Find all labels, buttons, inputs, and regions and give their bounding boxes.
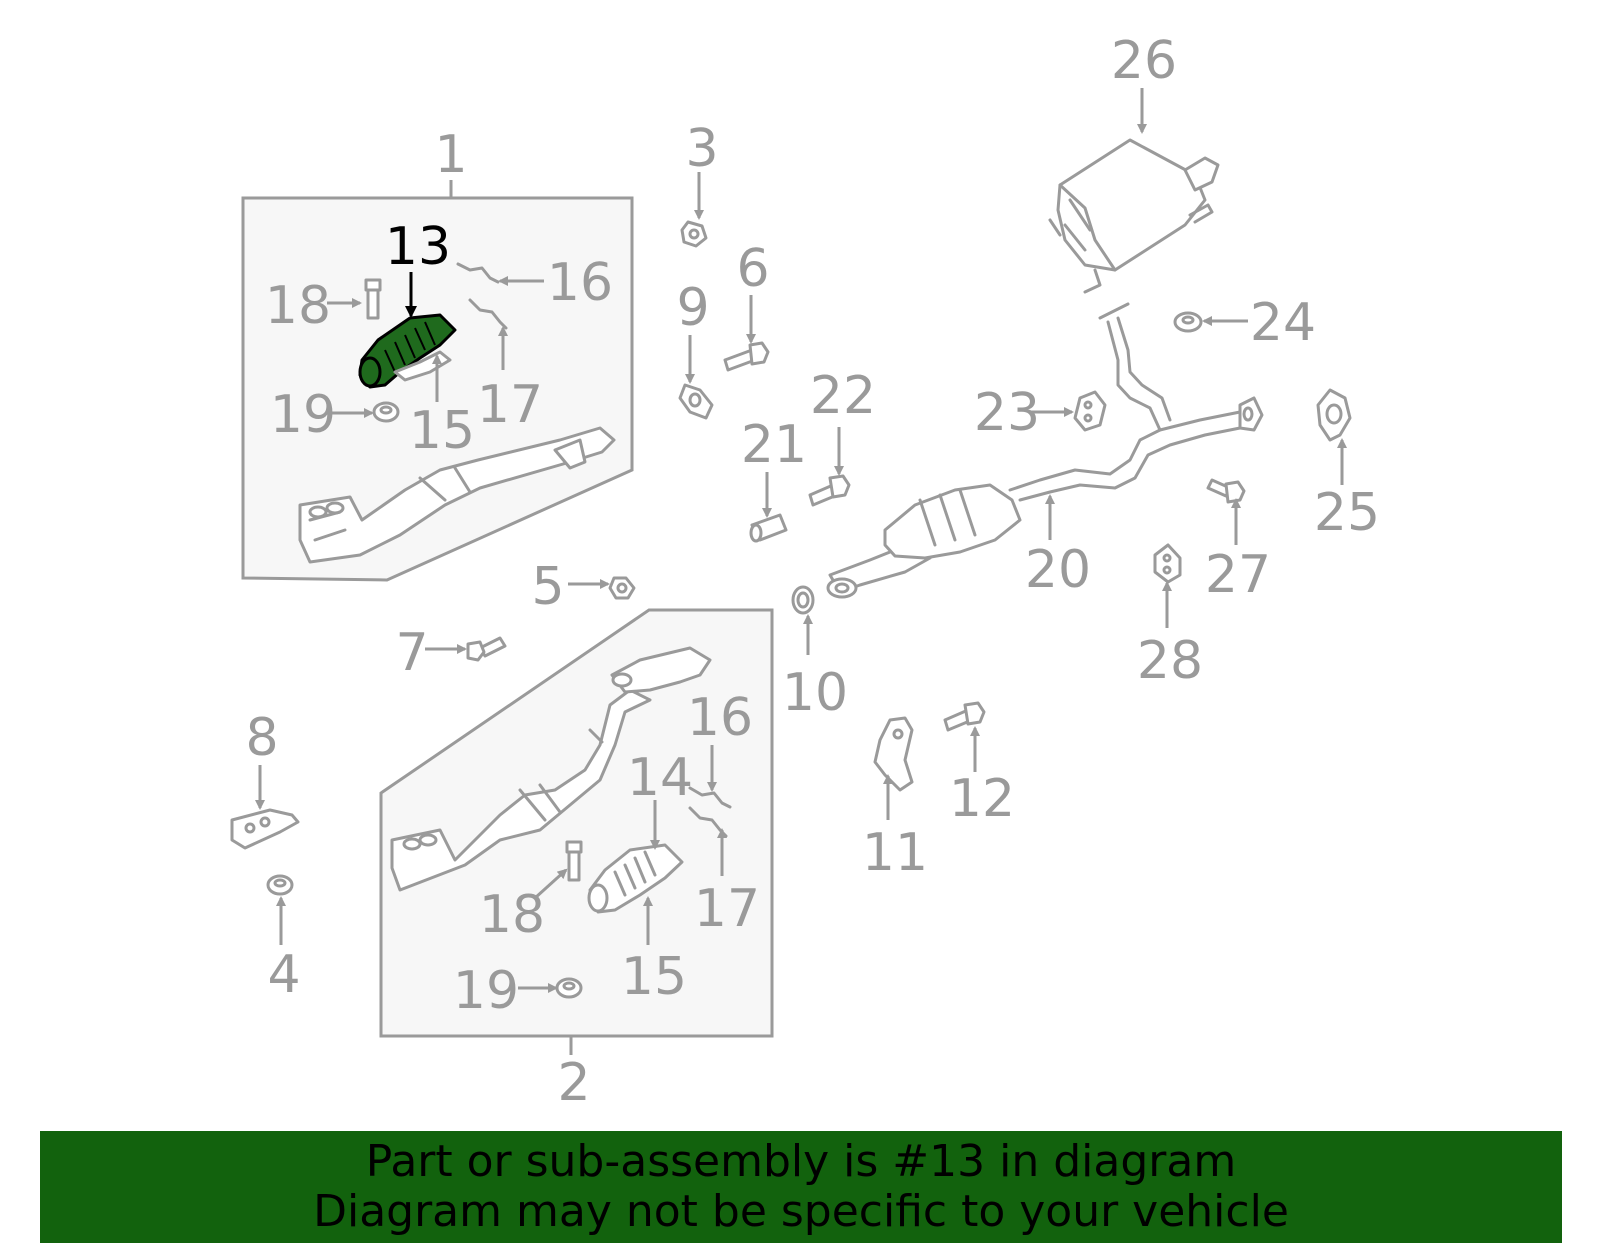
label-28: 28: [1137, 631, 1203, 691]
label-27: 27: [1205, 545, 1271, 605]
label-10: 10: [782, 663, 848, 723]
gasket-9: [678, 383, 714, 420]
label-18-box2: 18: [479, 885, 545, 945]
label-22: 22: [810, 366, 876, 426]
label-23: 23: [974, 383, 1040, 443]
nut-19-box1: [372, 401, 400, 423]
converter-15-box2: [587, 843, 684, 914]
bolt-22: [808, 474, 851, 507]
label-16-box1: 16: [547, 253, 613, 313]
nut-19-box2: [555, 977, 583, 999]
clamp-16-box2: [688, 786, 732, 809]
label-16-box2: 16: [687, 688, 753, 748]
label-14: 14: [627, 748, 693, 808]
bolt-27: [1206, 478, 1246, 504]
highlighted-part-13[interactable]: [358, 313, 457, 389]
clamp-17-box1: [468, 298, 508, 330]
banner-line-1: Part or sub-assembly is #13 in diagram: [365, 1136, 1237, 1187]
label-19-box2: 19: [453, 961, 519, 1021]
label-1: 1: [434, 125, 467, 185]
label-5: 5: [531, 557, 564, 617]
label-6: 6: [736, 239, 769, 299]
clamp-16-box1: [456, 262, 500, 284]
bracket-11: [873, 716, 914, 792]
label-3: 3: [685, 119, 718, 179]
label-15-box2: 15: [621, 947, 687, 1007]
label-2: 2: [557, 1053, 590, 1113]
bolt-7: [466, 636, 507, 662]
label-9: 9: [676, 278, 709, 338]
label-17-box2: 17: [694, 879, 760, 939]
front-pipe-assembly-2: [390, 646, 712, 892]
label-21: 21: [741, 415, 807, 475]
hanger-28: [1153, 543, 1182, 584]
bolt-18-box1: [364, 278, 382, 320]
label-26: 26: [1111, 31, 1177, 91]
bolt-6: [723, 341, 770, 372]
bolt-18-box2: [565, 840, 583, 882]
label-13[interactable]: 13: [385, 217, 451, 277]
nut-3: [680, 220, 708, 248]
label-25: 25: [1314, 483, 1380, 543]
banner-line-2: Diagram may not be specific to your vehi…: [313, 1186, 1289, 1237]
label-24: 24: [1250, 293, 1316, 353]
info-banner: Part or sub-assembly is #13 in diagram D…: [40, 1131, 1562, 1243]
gasket-25: [1316, 388, 1352, 442]
hanger-23: [1073, 390, 1107, 432]
label-18-box1: 18: [265, 276, 331, 336]
label-12: 12: [949, 769, 1015, 829]
pin-21: [749, 513, 788, 543]
label-15-box1: 15: [409, 401, 475, 461]
label-17-box1: 17: [477, 375, 543, 435]
nut-24: [1173, 311, 1203, 333]
muffler-26: [1048, 138, 1220, 294]
bracket-8: [230, 808, 300, 850]
center-pipe-20: [826, 302, 1264, 599]
front-pipe-assembly-1: [298, 426, 616, 564]
label-20: 20: [1025, 540, 1091, 600]
bolt-12: [943, 701, 986, 732]
nut-4: [266, 874, 294, 896]
assembly-box-2: [379, 608, 774, 1055]
label-7: 7: [395, 623, 428, 683]
label-11: 11: [862, 823, 928, 883]
label-19-box1: 19: [270, 385, 336, 445]
gasket-10: [791, 585, 815, 615]
label-8: 8: [245, 708, 278, 768]
nut-5: [608, 576, 636, 600]
label-4: 4: [267, 945, 300, 1005]
